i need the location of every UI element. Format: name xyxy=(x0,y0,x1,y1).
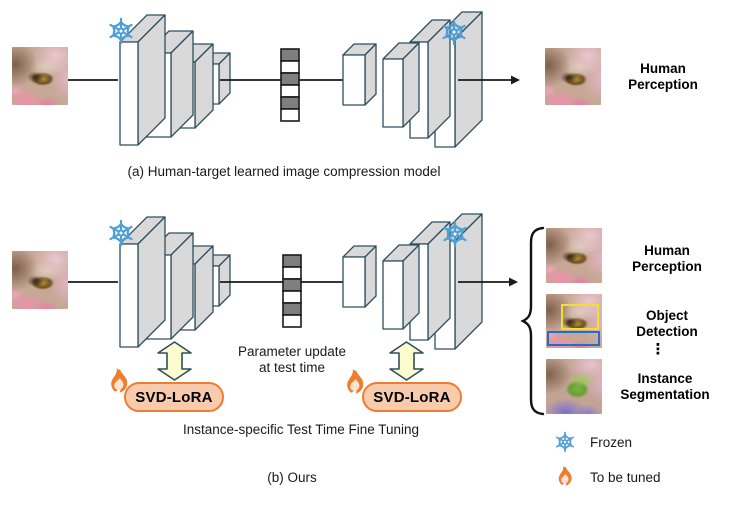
output-arrow-b xyxy=(458,277,518,287)
flame-icon xyxy=(111,368,128,393)
update-double-arrow-decoder xyxy=(389,341,424,381)
section-b-graphics xyxy=(68,213,545,416)
encoder-network-a xyxy=(119,14,231,146)
reconstructed-image-a xyxy=(545,48,601,105)
legend-frozen-label: Frozen xyxy=(590,435,633,450)
caption-b: (b) Ours xyxy=(267,470,317,485)
label-human-perception-a: Human Perception xyxy=(628,61,698,92)
flame-icon xyxy=(558,466,572,486)
caption-test-time-tuning: Instance-specific Test Time Fine Tuning xyxy=(182,422,420,437)
label-human-perception-b: Human Perception xyxy=(632,243,702,274)
tasks-ellipsis: ⋮ xyxy=(650,341,666,358)
svd-lora-label: SVD-LoRA xyxy=(135,388,213,406)
output-image-human-perception xyxy=(546,228,602,283)
section-a-graphics xyxy=(68,11,520,148)
param-update-note: Parameter update at test time xyxy=(237,344,347,375)
output-image-instance-segmentation xyxy=(546,359,602,414)
svd-lora-adapter-decoder: SVD-LoRA xyxy=(362,382,462,412)
svd-lora-label: SVD-LoRA xyxy=(373,388,451,406)
latent-bitstream-a xyxy=(280,48,300,122)
legend-tuned-label: To be tuned xyxy=(590,470,661,485)
detection-bbox-yellow xyxy=(560,303,599,330)
caption-a: (a) Human-target learned image compressi… xyxy=(127,164,441,179)
update-double-arrow-encoder xyxy=(157,341,192,381)
label-object-detection: Object Detection xyxy=(636,308,698,339)
encoder-network-b xyxy=(119,216,231,348)
outputs-brace xyxy=(520,226,545,416)
svd-lora-adapter-encoder: SVD-LoRA xyxy=(124,382,224,412)
output-image-object-detection xyxy=(546,294,602,348)
input-image-a xyxy=(12,47,68,105)
label-instance-segmentation: Instance Segmentation xyxy=(620,371,710,402)
input-image-b xyxy=(12,251,68,309)
detection-bbox-blue xyxy=(547,331,601,346)
latent-bitstream-b xyxy=(282,254,302,328)
snowflake-icon xyxy=(556,433,575,452)
output-arrow-a xyxy=(458,75,520,85)
